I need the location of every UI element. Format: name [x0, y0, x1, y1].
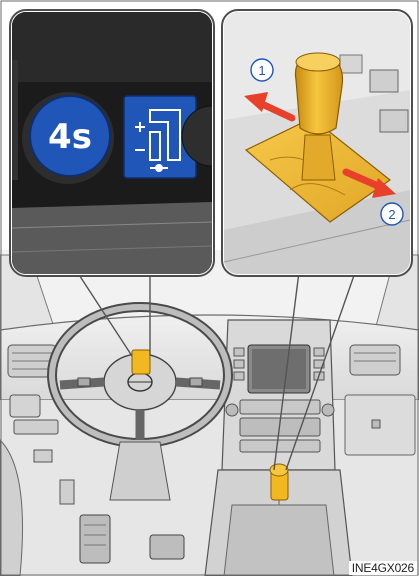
- mode-4s-badge: 4s: [48, 117, 92, 157]
- shift-lever-callout-panel: 1 2: [222, 10, 412, 276]
- figure-code: INE4GX026: [349, 561, 417, 575]
- callout-number-1: 1: [258, 63, 265, 78]
- callout-number-2: 2: [388, 207, 395, 222]
- meter-callout-panel: 4s: [10, 10, 242, 276]
